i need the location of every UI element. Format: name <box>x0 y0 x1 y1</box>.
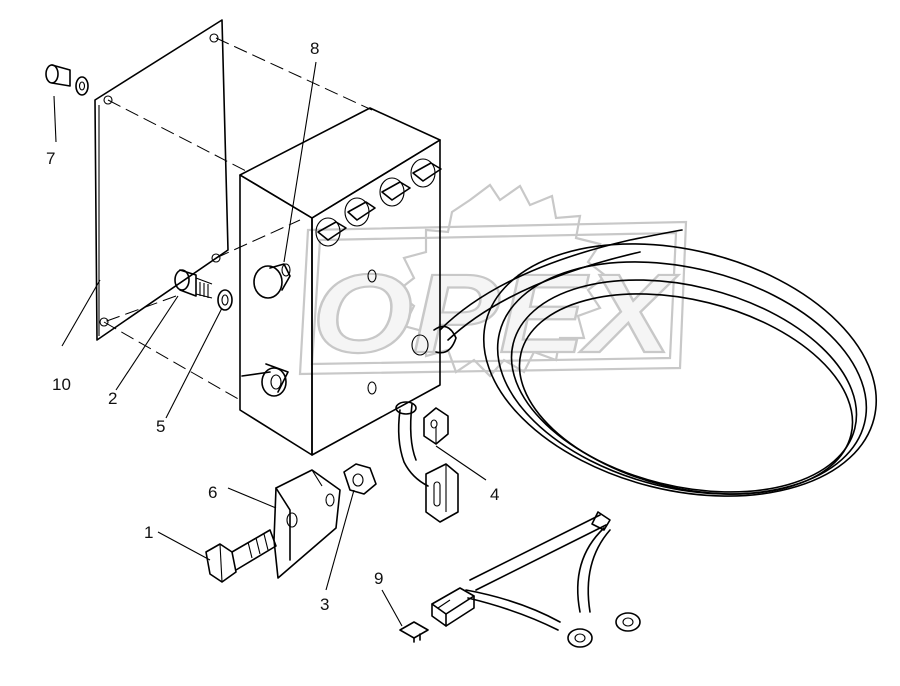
callout-8: 8 <box>310 39 319 58</box>
lock-washer <box>217 289 233 311</box>
switch-box <box>239 107 457 456</box>
nut <box>343 463 377 495</box>
wire-harness <box>465 511 641 648</box>
cover-plate <box>94 19 229 341</box>
bracket <box>273 469 341 579</box>
callout-3: 3 <box>320 595 329 614</box>
fuse-holder <box>431 587 475 627</box>
callout-7: 7 <box>46 149 55 168</box>
callout-6: 6 <box>208 483 217 502</box>
bottom-cable <box>395 401 429 487</box>
leader-lines <box>53 61 487 627</box>
cable-coil <box>439 229 878 497</box>
callout-10: 10 <box>52 375 71 394</box>
hex-bolt <box>205 529 277 583</box>
watermark-text: OPEX <box>312 251 679 376</box>
key-switch <box>241 363 289 397</box>
callout-2: 2 <box>108 389 117 408</box>
callout-5: 5 <box>156 417 165 436</box>
screw <box>174 269 213 299</box>
watermark-logo: OPEX <box>298 183 688 378</box>
push-button <box>253 263 291 299</box>
rivet-with-washer <box>45 64 89 96</box>
rubber-block <box>425 463 459 523</box>
callouts: 7 8 10 2 5 4 6 1 3 9 <box>46 39 499 614</box>
alignment-lines <box>103 37 373 401</box>
callout-1: 1 <box>144 523 153 542</box>
callout-4: 4 <box>490 485 499 504</box>
callout-9: 9 <box>374 569 383 588</box>
fuse <box>399 621 429 643</box>
insert-nut <box>423 407 449 445</box>
toggle-switches <box>315 158 442 247</box>
